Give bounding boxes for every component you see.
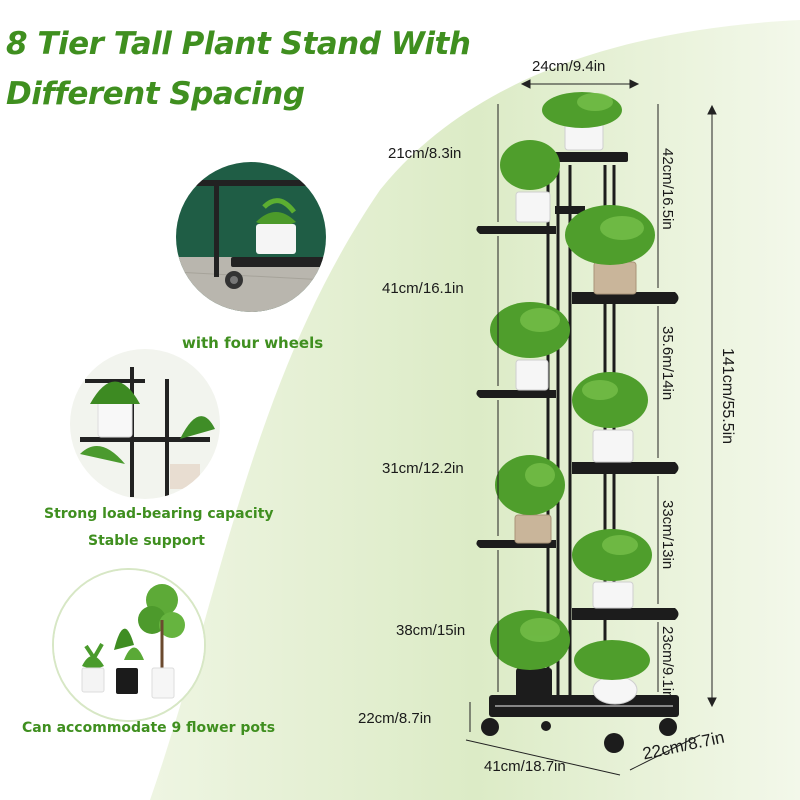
feature-caption-load: Strong load-bearing capacity — [44, 506, 274, 522]
dim-right-spacing-1: 42cm/16.5in — [659, 148, 676, 230]
dim-base-width: 41cm/18.7in — [484, 758, 566, 775]
dim-top-width: 24cm/9.4in — [532, 58, 606, 75]
dim-left-spacing-4: 38cm/15in — [396, 622, 466, 639]
dim-left-spacing-5: 22cm/8.7in — [358, 710, 432, 727]
title-line-1: 8 Tier Tall Plant Stand With — [6, 26, 471, 62]
dim-left-spacing-1: 21cm/8.3in — [388, 145, 462, 162]
feature-caption-stable: Stable support — [88, 533, 205, 549]
feature-caption-wheels: with four wheels — [182, 334, 324, 352]
dim-right-spacing-2: 35.6m/14in — [659, 326, 676, 401]
dim-total-height: 141cm/55.5in — [719, 348, 736, 445]
feature-caption-pots: Can accommodate 9 flower pots — [22, 720, 276, 736]
flower-pots-photo — [52, 568, 206, 722]
dim-right-spacing-3: 33cm/13in — [659, 500, 676, 570]
dim-left-spacing-2: 41cm/16.1in — [382, 280, 464, 297]
dim-left-spacing-3: 31cm/12.2in — [382, 460, 464, 477]
title-line-2: Different Spacing — [6, 76, 305, 112]
dim-right-spacing-4: 23cm/9.1in — [659, 626, 676, 700]
shelf-closeup-photo — [68, 347, 222, 501]
